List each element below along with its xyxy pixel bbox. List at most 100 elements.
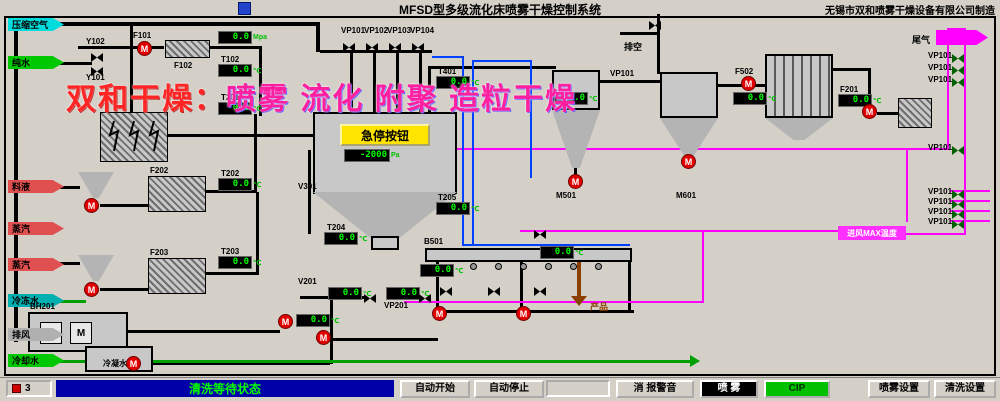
valve-icon[interactable]: [952, 186, 964, 199]
valve-icon[interactable]: [366, 39, 378, 52]
valve-icon[interactable]: [952, 206, 964, 219]
pipe-segment: [472, 60, 474, 246]
value-display: 0.0 ℃: [554, 92, 597, 105]
status-button[interactable]: 喷 雾: [700, 380, 758, 398]
inlet-arrow: 排风: [8, 328, 64, 341]
valve-icon[interactable]: [952, 62, 964, 75]
tag-label: BH201: [30, 302, 55, 311]
emergency-stop-button[interactable]: 急停按钮: [340, 124, 430, 146]
valve-icon[interactable]: [440, 283, 452, 296]
product-pipe: [577, 262, 581, 296]
value-display: 0.0 ℃: [218, 102, 261, 115]
pump-motor[interactable]: M: [137, 41, 152, 56]
value-display: 0.0 ℃: [420, 264, 463, 277]
pipe-segment: [130, 26, 133, 112]
value-display: 0.0 ℃: [324, 232, 367, 245]
pipe-segment: [168, 134, 314, 137]
valve-icon[interactable]: [952, 74, 964, 87]
pump-motor[interactable]: M: [84, 198, 99, 213]
valve-icon[interactable]: [343, 39, 355, 52]
valve-icon[interactable]: [952, 142, 964, 155]
pump-motor[interactable]: M: [681, 154, 696, 169]
status-button[interactable]: 自动开始: [400, 380, 470, 398]
valve-icon[interactable]: [91, 49, 103, 62]
pipe-segment: [950, 190, 990, 192]
tag-label: T201: [221, 93, 240, 102]
inlet-arrow: 纯水: [8, 56, 64, 69]
tag-label: VP101: [928, 51, 953, 60]
status-button[interactable]: 喷雾设置: [868, 380, 930, 398]
tag-label: F201: [840, 85, 859, 94]
tag-label: VP101: [928, 217, 953, 226]
support-dot: [595, 263, 602, 270]
tag-label: VP101: [928, 187, 953, 196]
heater-element-icon: [108, 120, 160, 152]
valve-icon[interactable]: [412, 39, 424, 52]
inlet-arrow: 冷却水: [8, 354, 64, 367]
support-dot: [470, 263, 477, 270]
valve-icon[interactable]: [389, 39, 401, 52]
pipe-segment: [308, 150, 311, 234]
tag-label: VP103: [387, 26, 412, 35]
tag-label: T205: [438, 193, 457, 202]
tag-label: F203: [150, 248, 169, 257]
pump-motor[interactable]: M: [432, 306, 447, 321]
tag-label: F202: [150, 166, 169, 175]
valve-icon[interactable]: [952, 50, 964, 63]
value-display: -2000 Pa: [344, 149, 400, 162]
tag-label: T102: [221, 55, 240, 64]
value-display: 0.0 ℃: [218, 178, 261, 191]
inlet-arrow: 料液: [8, 180, 64, 193]
pipe-segment: [877, 112, 898, 115]
valve-icon[interactable]: [419, 290, 431, 303]
pipe-segment: [256, 192, 259, 275]
pipe-segment: [906, 150, 908, 222]
valve-icon[interactable]: [488, 283, 500, 296]
pipe-segment: [259, 46, 262, 116]
pipe-segment: [54, 300, 86, 303]
tag-label: F502: [735, 67, 754, 76]
tag-label: VP101: [928, 143, 953, 152]
valve-icon[interactable]: [649, 17, 661, 30]
pump-motor[interactable]: M: [568, 174, 583, 189]
pipe-segment: [600, 80, 660, 83]
valve-icon[interactable]: [91, 63, 103, 76]
status-button[interactable]: 清洗设置: [934, 380, 996, 398]
pipe-segment: [56, 62, 92, 65]
tag-label: B501: [424, 237, 444, 246]
pipe-segment: [330, 298, 333, 364]
tag-label: VP102: [364, 26, 389, 35]
inlet-arrow: 压缩空气: [8, 18, 64, 31]
status-button[interactable]: 消 报警音: [616, 380, 694, 398]
pipe-segment: [404, 301, 704, 303]
status-button[interactable]: 自动停止: [474, 380, 544, 398]
bag-filter: [765, 54, 833, 118]
pump-motor[interactable]: M: [126, 356, 141, 371]
fan-motor-icon: M: [70, 322, 92, 344]
pipe-segment: [56, 186, 80, 189]
pump-motor[interactable]: M: [278, 314, 293, 329]
valve-icon[interactable]: [534, 226, 546, 239]
tag-label: Y102: [86, 37, 105, 46]
value-display: 0.0 ℃: [436, 76, 479, 89]
pump-motor[interactable]: M: [84, 282, 99, 297]
pump-motor[interactable]: M: [316, 330, 331, 345]
valve-icon[interactable]: [952, 196, 964, 209]
pipe-segment: [419, 52, 422, 114]
valve-icon[interactable]: [952, 216, 964, 229]
valve-icon[interactable]: [534, 283, 546, 296]
alarm-counter: 3: [6, 380, 52, 397]
pipe-segment: [208, 46, 262, 49]
pump-motor[interactable]: M: [516, 306, 531, 321]
tag-label: M601: [676, 191, 697, 200]
status-button[interactable]: CIP: [764, 380, 830, 398]
value-display: 0.0 ℃: [296, 314, 339, 327]
pump-motor[interactable]: M: [862, 104, 877, 119]
pump-motor[interactable]: M: [741, 76, 756, 91]
inlet-arrow: 蒸汽: [8, 222, 64, 235]
pipe-segment: [56, 22, 318, 26]
pipe-segment: [373, 52, 376, 114]
valve-icon[interactable]: [364, 290, 376, 303]
tag-label: VP104: [410, 26, 435, 35]
status-panel: [546, 380, 610, 397]
